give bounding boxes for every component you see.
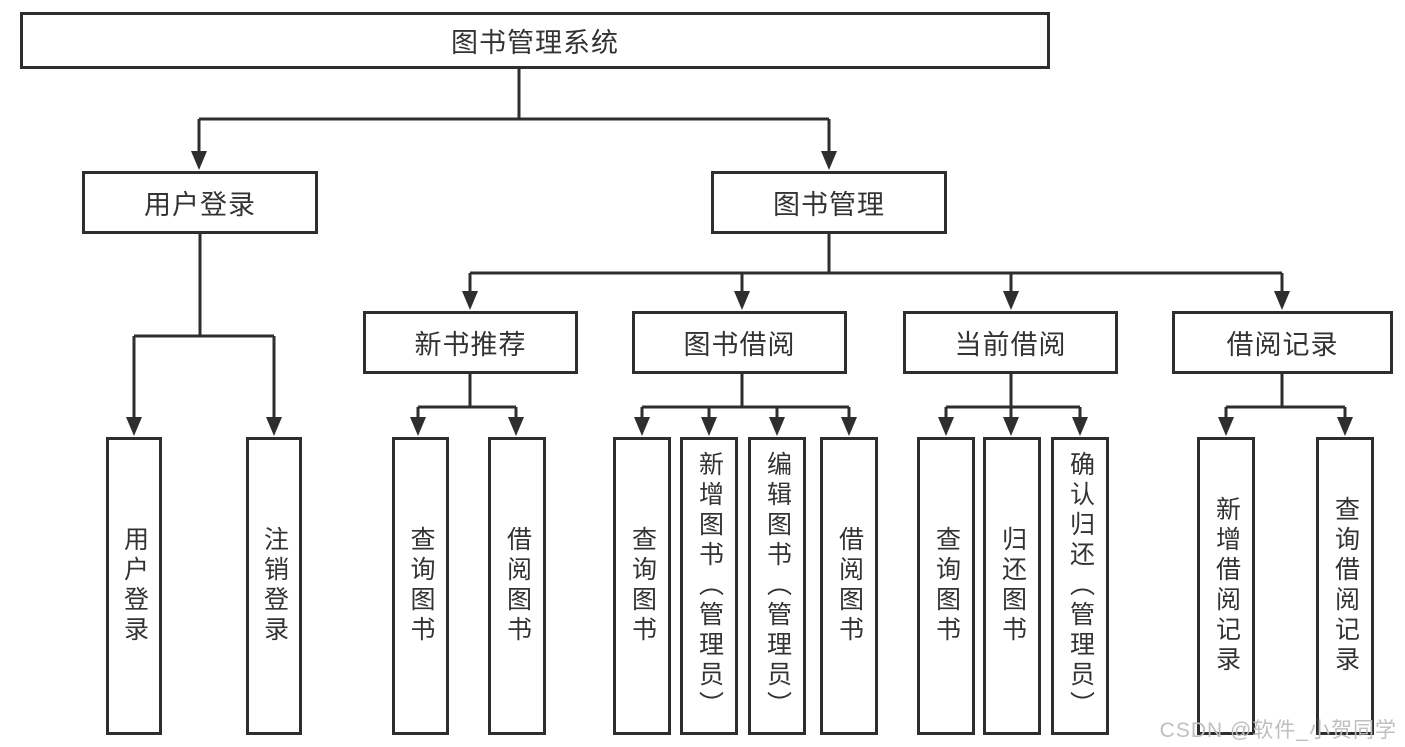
leaf-user-login: 用户登录 bbox=[106, 437, 162, 735]
csdn-watermark: CSDN @软件_小贺同学 bbox=[1159, 719, 1397, 742]
node-user-login: 用户登录 bbox=[82, 171, 318, 234]
leaf-logout: 注销登录 bbox=[246, 437, 302, 735]
leaf-confirm-return-admin: 确认归还（管理员） bbox=[1051, 437, 1109, 735]
node-new-book-recommend: 新书推荐 bbox=[363, 311, 578, 374]
leaf-edit-book-admin: 编辑图书（管理员） bbox=[748, 437, 806, 735]
leaf-return-books: 归还图书 bbox=[983, 437, 1041, 735]
leaf-add-borrow-record: 新增借阅记录 bbox=[1197, 437, 1255, 735]
leaf-borrow-books-recommend: 借阅图书 bbox=[488, 437, 546, 735]
tree-edges bbox=[132, 69, 1347, 419]
leaf-query-books-recommend: 查询图书 bbox=[392, 437, 449, 735]
node-library-system: 图书管理系统 bbox=[20, 12, 1050, 69]
node-borrowing-records: 借阅记录 bbox=[1172, 311, 1393, 374]
leaf-add-book-admin: 新增图书（管理员） bbox=[680, 437, 738, 735]
node-book-management: 图书管理 bbox=[711, 171, 947, 234]
leaf-query-borrow-record: 查询借阅记录 bbox=[1316, 437, 1374, 735]
leaf-query-books-borrowing: 查询图书 bbox=[613, 437, 671, 735]
leaf-borrow-books-borrowing: 借阅图书 bbox=[820, 437, 878, 735]
node-current-borrowing: 当前借阅 bbox=[903, 311, 1118, 374]
leaf-query-books-current: 查询图书 bbox=[917, 437, 975, 735]
node-book-borrowing: 图书借阅 bbox=[632, 311, 847, 374]
arrowhead-icons bbox=[126, 151, 1353, 436]
